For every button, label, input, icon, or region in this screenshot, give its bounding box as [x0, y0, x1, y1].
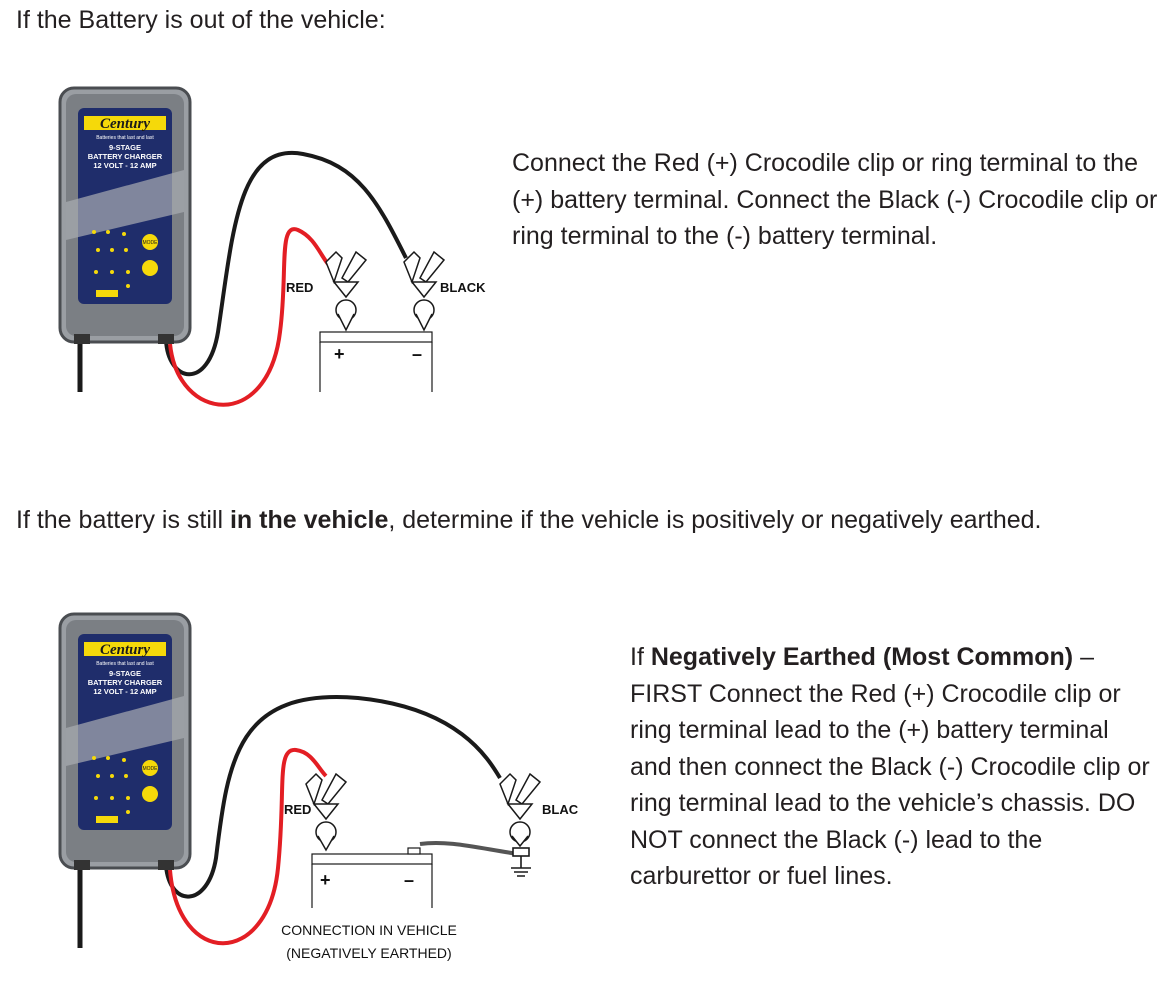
- red-crocodile-clip: [305, 772, 348, 852]
- charger-line3: 12 VOLT - 12 AMP: [93, 161, 156, 170]
- charger-line1: 9-STAGE: [109, 669, 141, 678]
- mode-button: [142, 234, 158, 250]
- negative-terminal-sign: –: [404, 870, 414, 890]
- black-lead-label: BLACK: [542, 802, 578, 817]
- charger-display: [96, 290, 118, 297]
- charger-unit: Century Batteries that last and last 9-S…: [58, 86, 192, 344]
- diagram-battery-out: Century Batteries that last and last 9-S…: [58, 82, 488, 417]
- negative-terminal-sign: –: [412, 344, 422, 364]
- instruction-in-emphasis: Negatively Earthed (Most Common): [650, 643, 1074, 671]
- brand-logo: Century: [100, 116, 150, 132]
- chassis-earth-strap: [419, 840, 519, 856]
- mode-button-label: MODE: [143, 240, 159, 246]
- black-crocodile-clip: [403, 250, 446, 332]
- caption-line-2: (NEGATIVELY EARTHED): [286, 945, 451, 961]
- instruction-negatively-earthed: If Negatively Earthed (Most Common) – FI…: [630, 639, 1150, 895]
- battery-type-button: [142, 786, 158, 802]
- battery-type-button: [142, 260, 158, 276]
- red-lead: [168, 748, 328, 946]
- heading-in-suffix: , determine if the vehicle is positively…: [388, 506, 1042, 534]
- earth-ground-icon: [511, 847, 531, 877]
- heading-in-emphasis: in the vehicle: [229, 506, 389, 534]
- heading-battery-out: If the Battery is out of the vehicle:: [16, 6, 386, 34]
- charger-unit: Century Batteries that last and last 9-S…: [58, 612, 192, 870]
- charger-line2: BATTERY CHARGER: [88, 152, 163, 161]
- positive-terminal-sign: +: [320, 870, 331, 890]
- brand-badge: [84, 116, 166, 130]
- red-lead-label: RED: [286, 280, 313, 295]
- heading-in-prefix: If the battery is still: [16, 506, 230, 534]
- charger-line1: 9-STAGE: [109, 143, 141, 152]
- wiring-diagram-in: Century Batteries that last and last 9-S…: [58, 612, 588, 961]
- charger-line2: BATTERY CHARGER: [88, 678, 163, 687]
- caption-line-1: CONNECTION IN VEHICLE: [281, 922, 457, 938]
- black-lead: [164, 695, 502, 899]
- battery: + –: [319, 331, 433, 392]
- red-lead-label: RED: [284, 802, 311, 817]
- black-lead-label: BLACK: [440, 280, 486, 295]
- indicator-leds: [92, 756, 130, 814]
- charger-line3: 12 VOLT - 12 AMP: [93, 687, 156, 696]
- brand-tagline: Batteries that last and last: [96, 135, 154, 141]
- brand-badge: [84, 642, 166, 656]
- indicator-leds: [92, 230, 130, 288]
- instruction-in-body: – FIRST Connect the Red (+) Crocodile cl…: [630, 643, 1150, 890]
- mode-button-label: MODE: [143, 766, 159, 772]
- brand-tagline: Batteries that last and last: [96, 661, 154, 667]
- diagram-battery-in-vehicle: Century Batteries that last and last 9-S…: [58, 608, 588, 973]
- brand-logo: Century: [100, 642, 150, 658]
- battery: + –: [311, 847, 433, 908]
- red-crocodile-clip: [325, 250, 368, 332]
- instruction-battery-out: Connect the Red (+) Crocodile clip or ri…: [512, 149, 1158, 250]
- heading-battery-in-vehicle: If the battery is still in the vehicle, …: [16, 502, 1041, 539]
- instruction-in-prefix: If: [630, 643, 651, 671]
- black-crocodile-clip: [499, 772, 542, 848]
- charger-display: [96, 816, 118, 823]
- black-lead: [164, 150, 408, 377]
- positive-terminal-sign: +: [334, 344, 345, 364]
- mode-button: [142, 760, 158, 776]
- red-lead: [168, 227, 330, 407]
- wiring-diagram-out: Century Batteries that last and last 9-S…: [58, 86, 486, 407]
